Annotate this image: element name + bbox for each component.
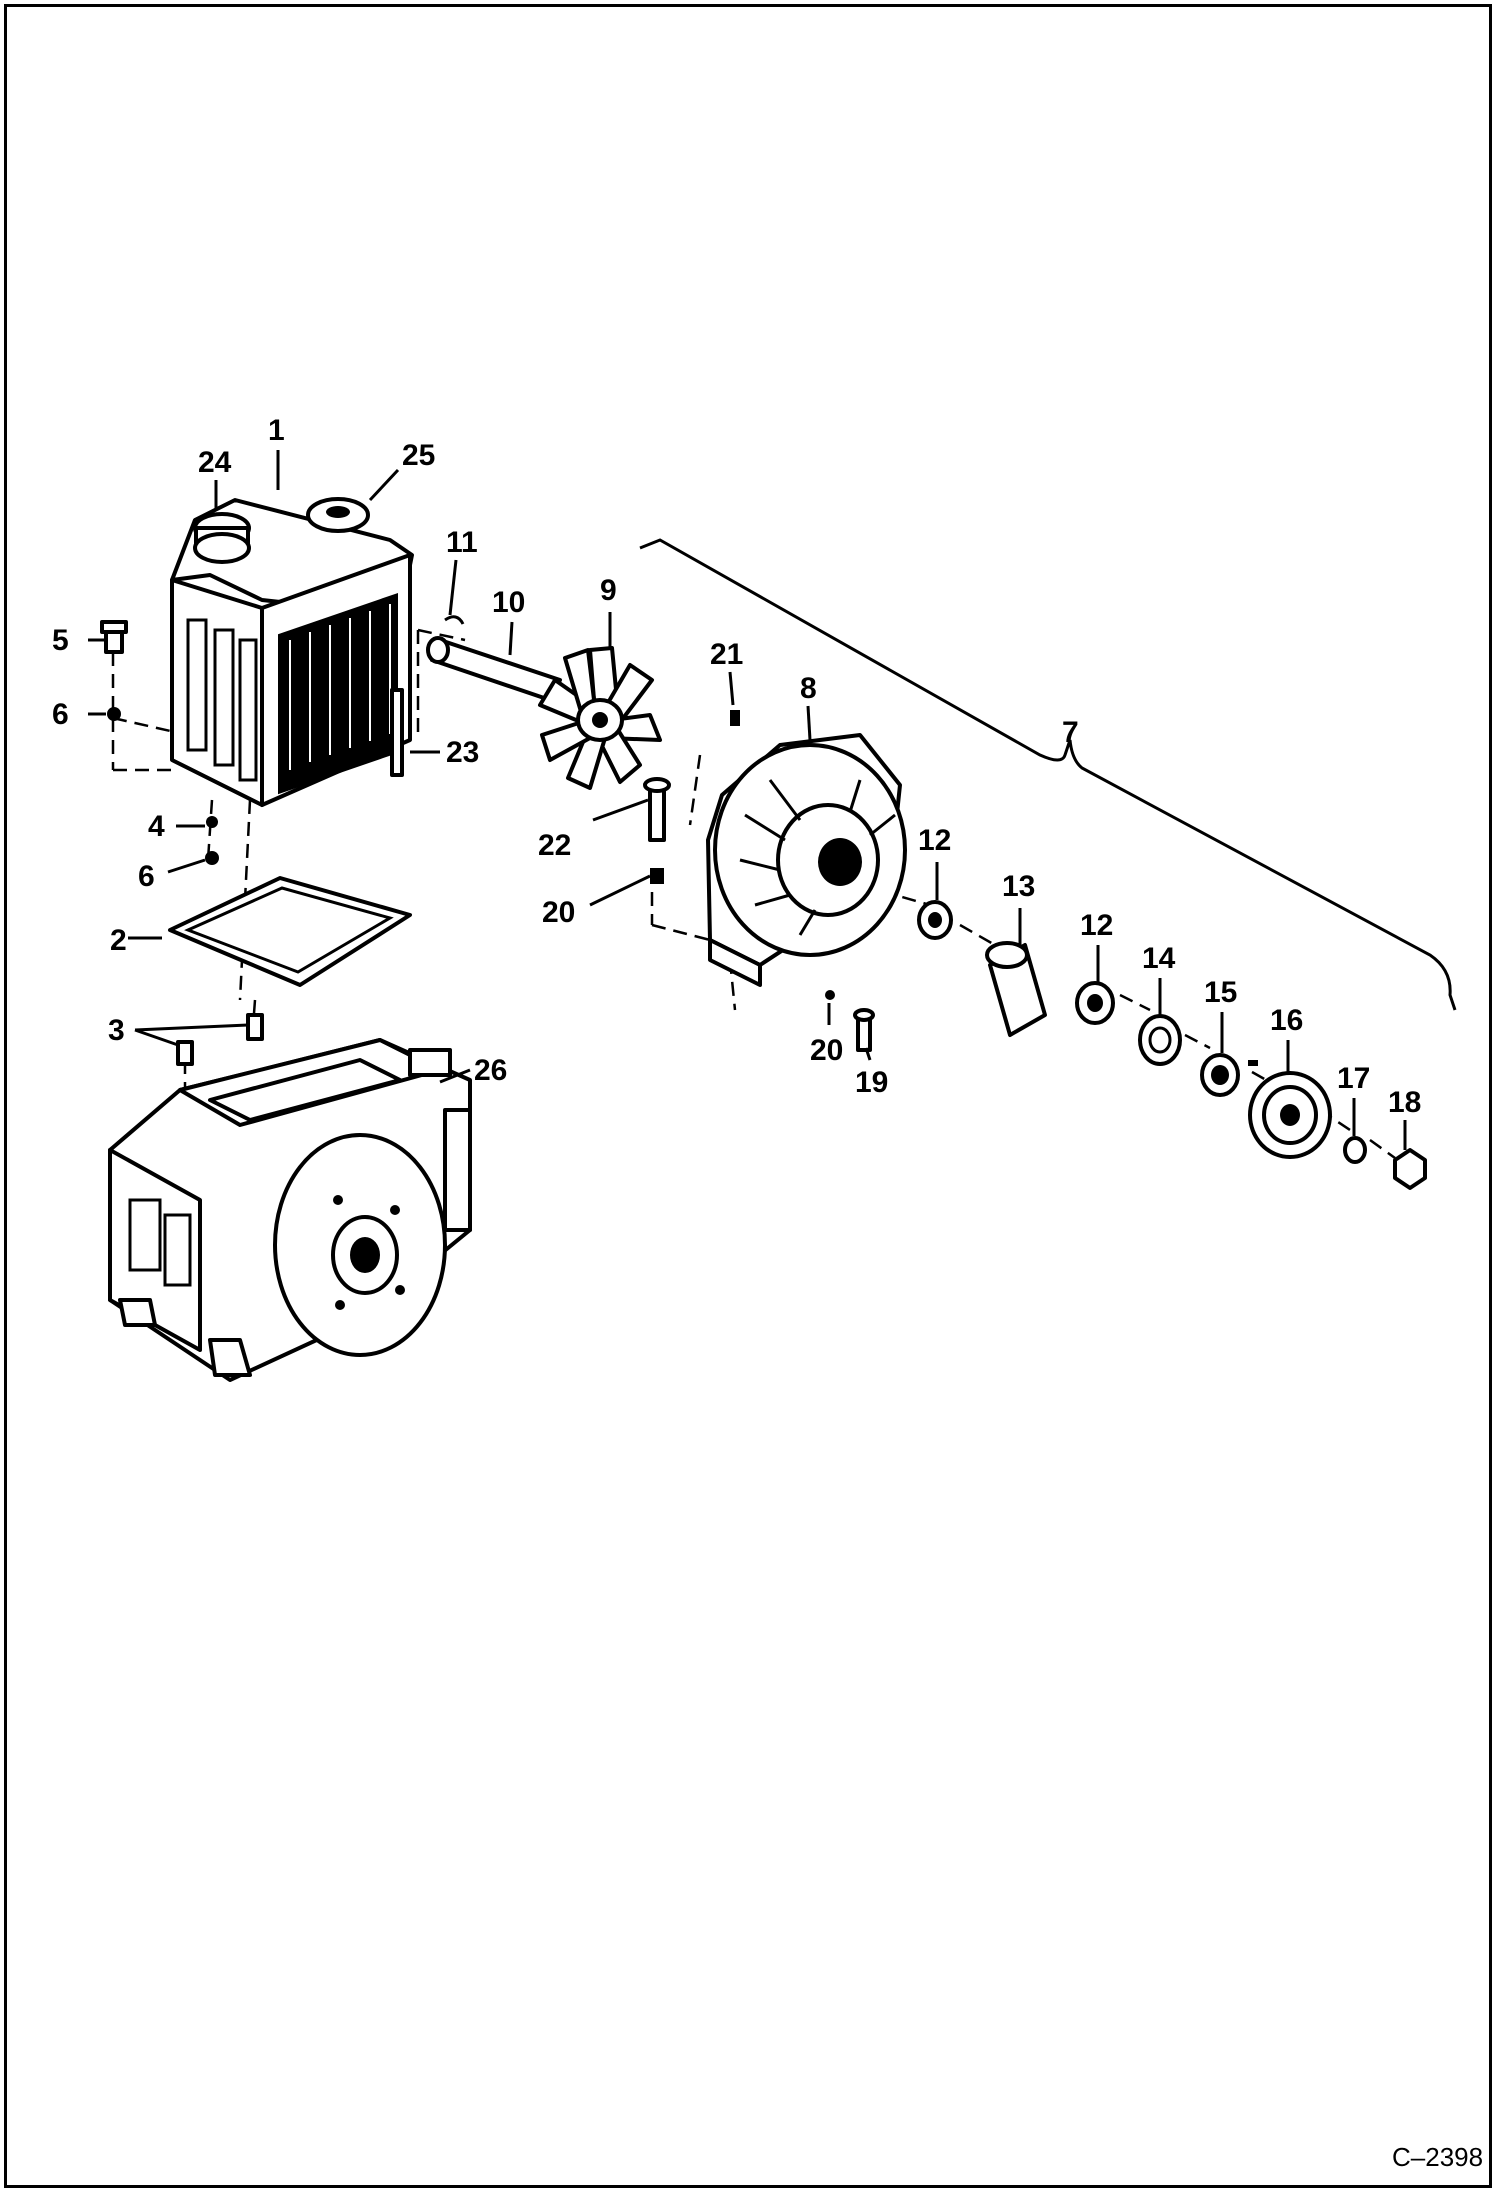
assembly-bracket — [639, 538, 1457, 1011]
callout-numbers: 1 24 25 5 6 4 6 2 3 23 11 10 9 21 8 7 22… — [52, 414, 1421, 1119]
radiator — [170, 497, 414, 807]
fan — [538, 646, 662, 790]
callout-6a: 6 — [52, 698, 69, 731]
callout-23: 23 — [446, 736, 479, 769]
callout-14: 14 — [1142, 942, 1176, 975]
callout-15: 15 — [1204, 976, 1237, 1009]
callout-18: 18 — [1388, 1086, 1421, 1119]
callout-12a: 12 — [918, 824, 951, 857]
engine — [108, 1038, 472, 1382]
callout-10: 10 — [492, 586, 525, 619]
callout-16: 16 — [1270, 1004, 1303, 1037]
fasteners — [100, 615, 875, 1066]
callout-25: 25 — [402, 439, 435, 472]
callout-22: 22 — [538, 829, 571, 862]
bearing-stack — [917, 900, 1427, 1190]
callout-11: 11 — [446, 526, 478, 559]
figure-number: C–2398 — [1392, 2142, 1483, 2172]
callout-12b: 12 — [1080, 909, 1113, 942]
gasket — [168, 876, 412, 987]
diagram-border — [4, 4, 1492, 2188]
callout-4: 4 — [148, 810, 165, 843]
callout-7: 7 — [1062, 716, 1079, 749]
callout-6b: 6 — [138, 860, 155, 893]
callout-26: 26 — [474, 1054, 507, 1087]
callout-20a: 20 — [542, 896, 575, 929]
callout-5: 5 — [52, 624, 69, 657]
fan-housing — [706, 733, 907, 987]
callout-8: 8 — [800, 672, 817, 705]
callout-13: 13 — [1002, 870, 1035, 903]
leader-lines — [88, 450, 1407, 1150]
callout-2: 2 — [110, 924, 127, 957]
callout-20b: 20 — [810, 1034, 843, 1067]
callout-3: 3 — [108, 1014, 125, 1047]
callout-9: 9 — [600, 574, 617, 607]
fan-shaft — [426, 636, 562, 702]
callout-21: 21 — [710, 638, 743, 671]
callout-17: 17 — [1337, 1062, 1370, 1095]
callout-1: 1 — [268, 414, 285, 447]
callout-19: 19 — [855, 1066, 888, 1099]
callout-24: 24 — [198, 446, 232, 479]
